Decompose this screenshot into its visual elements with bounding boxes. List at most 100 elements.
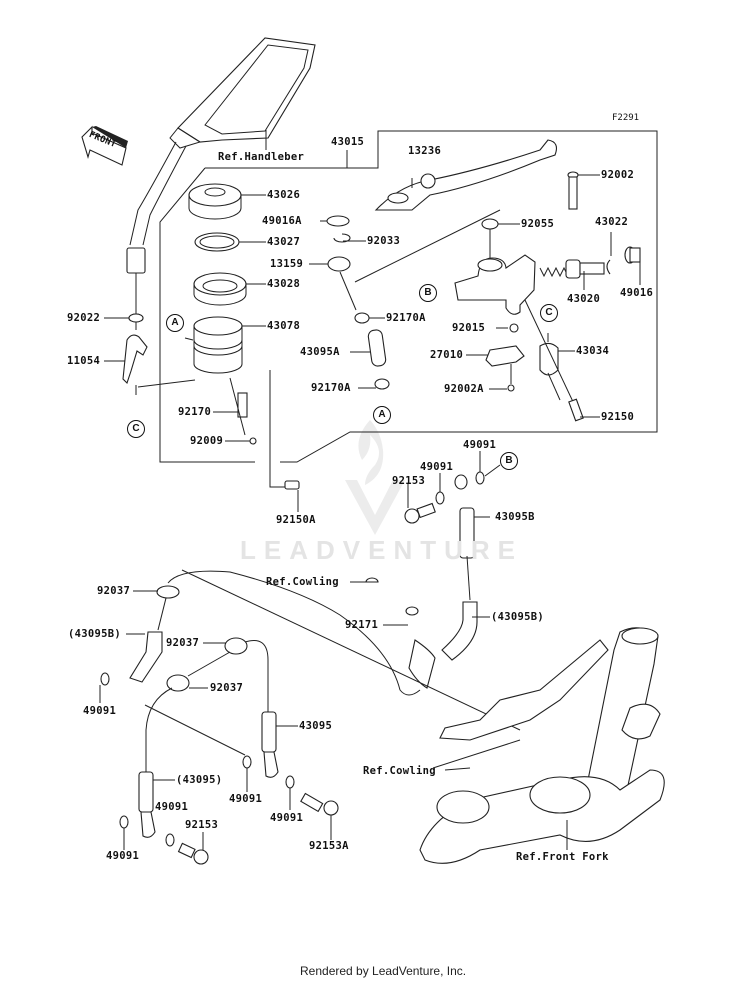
clamp-92171 [405,606,419,616]
reservoir-cap-43026 [188,183,242,220]
part-label-43095A[interactable]: 43095A [300,346,340,358]
brake-hose-43095B-lower [441,601,478,661]
callout-b-upper: B [419,284,437,302]
callout-c-upper: C [540,304,558,322]
part-label-43022[interactable]: 43022 [595,216,629,228]
diaphragm-43028 [193,272,247,306]
part-label-92170A-upper[interactable]: 92170A [386,312,426,324]
brake-hose-43095B [454,474,475,559]
bolt-92002 [567,171,579,210]
part-label-11054[interactable]: 11054 [67,355,101,367]
mirror-drawing [126,37,316,330]
footer-credit: Rendered by LeadVenture, Inc. [300,964,467,978]
part-label-49091-center[interactable]: 49091 [229,793,263,805]
part-label-27010[interactable]: 27010 [430,349,464,361]
part-label-13236[interactable]: 13236 [408,145,442,157]
front-arrow [81,125,128,166]
washer-92022 [128,313,144,323]
clamp-92170 [237,392,248,418]
callout-b-lower: B [500,452,518,470]
part-label-92150A[interactable]: 92150A [276,514,316,526]
part-label-92150[interactable]: 92150 [601,411,635,423]
banjo-bolt-92153-lower [177,842,209,865]
piston-43020 [539,259,605,279]
part-label-49091-lower-mid[interactable]: 49091 [155,801,189,813]
part-label-43027[interactable]: 43027 [267,236,301,248]
part-label-92170A-lower[interactable]: 92170A [311,382,351,394]
nut-92015 [509,323,519,333]
banjo-bolt-92153 [404,502,436,524]
watermark-logo [345,420,405,535]
hose-clamp-92037-b [224,637,248,655]
part-label-43028[interactable]: 43028 [267,278,301,290]
part-label-92022[interactable]: 92022 [67,312,101,324]
part-label-43020[interactable]: 43020 [567,293,601,305]
part-label-43026[interactable]: 43026 [267,189,301,201]
part-label-43095B-paren-right[interactable]: (43095B) [491,611,544,623]
callout-a-lower: A [373,406,391,424]
reservoir-43078 [184,316,243,374]
part-label-92037-b[interactable]: 92037 [166,637,200,649]
gasket-49091 [435,491,445,505]
circlip-43022 [606,259,611,275]
part-label-43034[interactable]: 43034 [576,345,610,357]
oring-92055 [481,218,499,230]
part-label-49091-mid[interactable]: 49091 [420,461,454,473]
part-label-92037-a[interactable]: 92037 [97,585,131,597]
part-label-43095B[interactable]: 43095B [495,511,535,523]
part-label-49091-left[interactable]: 49091 [83,705,117,717]
part-label-49091-bottom[interactable]: 49091 [106,850,140,862]
ref-front-fork-label[interactable]: Ref.Front Fork [516,851,609,863]
part-label-92033[interactable]: 92033 [367,235,401,247]
switch-27010 [485,345,525,367]
part-label-92170[interactable]: 92170 [178,406,212,418]
watermark-text: LEADVENTURE [240,535,524,565]
part-label-13159[interactable]: 13159 [270,258,304,270]
part-label-92171[interactable]: 92171 [345,619,379,631]
part-label-92153-lower[interactable]: 92153 [185,819,219,831]
part-label-92055[interactable]: 92055 [521,218,555,230]
part-label-43095[interactable]: 43095 [299,720,333,732]
screw-92002A [507,384,515,392]
ref-cowling-label-upper[interactable]: Ref.Cowling [266,576,339,588]
part-label-49091-top[interactable]: 49091 [463,439,497,451]
brake-hose-43095-left [138,771,154,813]
gasket-49091-g [165,833,175,847]
hose-guide [408,639,436,689]
bolt-92150A [284,480,300,490]
callout-a-upper: A [166,314,184,332]
part-label-92153-upper[interactable]: 92153 [392,475,426,487]
hose-clamp-92170A [354,312,370,324]
hose-clamp-92037-a [156,585,180,599]
bracket-11054 [122,334,148,385]
part-label-92037-c[interactable]: 92037 [210,682,244,694]
leader-lines [99,174,641,850]
part-label-43015[interactable]: 43015 [331,136,365,148]
gasket-49091-f [119,815,129,829]
assembly-box [159,167,255,463]
part-label-43095B-paren-left[interactable]: (43095B) [68,628,121,640]
ref-cowling-label-lower[interactable]: Ref.Cowling [363,765,436,777]
washer-49016A [326,215,350,227]
master-cylinder-body [454,254,536,315]
part-label-43095-paren[interactable]: (43095) [176,774,223,786]
gasket-49091-d [242,755,252,769]
part-label-43078[interactable]: 43078 [267,320,301,332]
reservoir-hose-43095A [367,329,387,367]
part-label-92002A[interactable]: 92002A [444,383,484,395]
part-label-49091-right[interactable]: 49091 [270,812,304,824]
banjo-bolt-92153A [300,792,339,816]
part-label-92009[interactable]: 92009 [190,435,224,447]
part-label-92153A[interactable]: 92153A [309,840,349,852]
dust-boot-49016 [624,246,641,264]
part-label-92015[interactable]: 92015 [452,322,486,334]
ref-handleber-label[interactable]: Ref.Handleber [218,151,305,163]
part-label-92002[interactable]: 92002 [601,169,635,181]
hose-clamp-92037-c [166,674,190,692]
screw-92009 [249,437,257,445]
part-label-49016[interactable]: 49016 [620,287,654,299]
part-label-49016A[interactable]: 49016A [262,215,302,227]
gasket-49091-e [285,775,295,789]
